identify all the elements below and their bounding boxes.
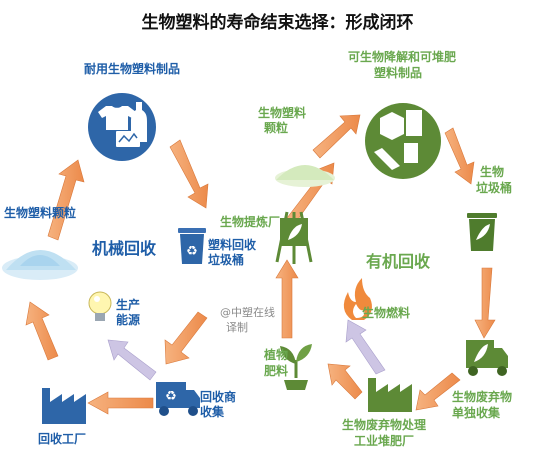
label-processing-line2: 工业堆肥厂 — [354, 434, 415, 448]
arrow-products-to-biobin — [444, 127, 475, 185]
label-energy-line2: 能源 — [116, 313, 141, 327]
arrow-collector-to-plant — [87, 391, 154, 415]
composting-plant-icon — [368, 378, 412, 412]
arrow-plants-to-refinery — [275, 259, 299, 339]
compostable-products-icon — [365, 103, 441, 179]
recycling-plant-icon — [42, 388, 86, 424]
label-biobin-line2: 垃圾桶 — [476, 181, 513, 195]
arrow-collector-to-energy — [107, 339, 157, 381]
label-recycling-plant: 回收工厂 — [38, 432, 87, 446]
arrow-collection-to-composting — [415, 372, 461, 411]
biofuel-flame-icon — [343, 278, 372, 320]
label-waste-collection-line1: 生物废弃物 — [452, 390, 513, 404]
label-compostable-line1: 可生物降解和可堆肥 — [348, 50, 457, 64]
label-org-granules-line2: 颗粒 — [264, 121, 289, 135]
label-energy-line1: 生产 — [116, 298, 141, 312]
label-plastic-bin-line2: 垃圾桶 — [208, 253, 245, 267]
collection-truck-icon: ♻ — [156, 382, 200, 416]
label-refinery: 生物提炼厂 — [220, 215, 281, 229]
arrow-composting-to-fuel — [345, 319, 386, 375]
plant-sprout-icon — [280, 344, 312, 390]
energy-bulb-icon — [88, 291, 112, 321]
arrow-plant-to-pile — [25, 301, 59, 361]
recycling-bin-icon: ♻ — [178, 228, 206, 264]
arrow-products-to-bin — [169, 139, 209, 209]
label-org-granules-line1: 生物塑料 — [258, 106, 307, 120]
organic-granules-pile-icon — [275, 165, 335, 187]
label-waste-collection-line2: 单独收集 — [452, 406, 501, 420]
label-mech-granules: 生物塑料颗粒 — [4, 206, 77, 220]
label-mechanical-recycling: 机械回收 — [92, 239, 157, 258]
label-processing-line1: 生物废弃物处理 — [342, 418, 427, 432]
label-plastic-bin-line1: 塑料回收 — [208, 238, 257, 252]
svg-text:♻: ♻ — [186, 244, 198, 259]
watermark-line1: @中塑在线 — [220, 306, 275, 319]
svg-text:♻: ♻ — [165, 389, 177, 404]
label-collector-line1: 回收商 — [200, 390, 237, 404]
diagram-title: 生物塑料的寿命结束选择：形成闭环 — [141, 13, 414, 33]
watermark-line2: 译制 — [226, 321, 248, 334]
label-collector-line2: 收集 — [200, 405, 225, 419]
label-biofuel: 生物燃料 — [362, 306, 411, 320]
label-biobin-line1: 生物 — [480, 165, 505, 179]
arrow-pile-to-granules — [47, 159, 85, 241]
durable-products-icon — [88, 93, 156, 161]
bioplastic-granules-pile-icon — [2, 250, 78, 280]
label-compostable-line2: 塑料制品 — [374, 66, 423, 80]
label-organic-recycling: 有机回收 — [366, 252, 431, 271]
arrow-biobin-to-collection — [474, 267, 496, 339]
arrow-bin-to-collector — [164, 311, 208, 365]
label-fertilizer-line1: 植物 — [264, 348, 289, 362]
refinery-easel-icon — [275, 211, 313, 264]
arrow-granules-to-products — [312, 114, 361, 159]
label-durable-products: 耐用生物塑料制品 — [84, 62, 181, 76]
label-fertilizer-line2: 肥料 — [264, 364, 289, 378]
bio-waste-bin-icon — [467, 213, 497, 251]
bio-waste-truck-icon — [466, 340, 508, 376]
arrow-composting-to-plants — [327, 363, 363, 400]
